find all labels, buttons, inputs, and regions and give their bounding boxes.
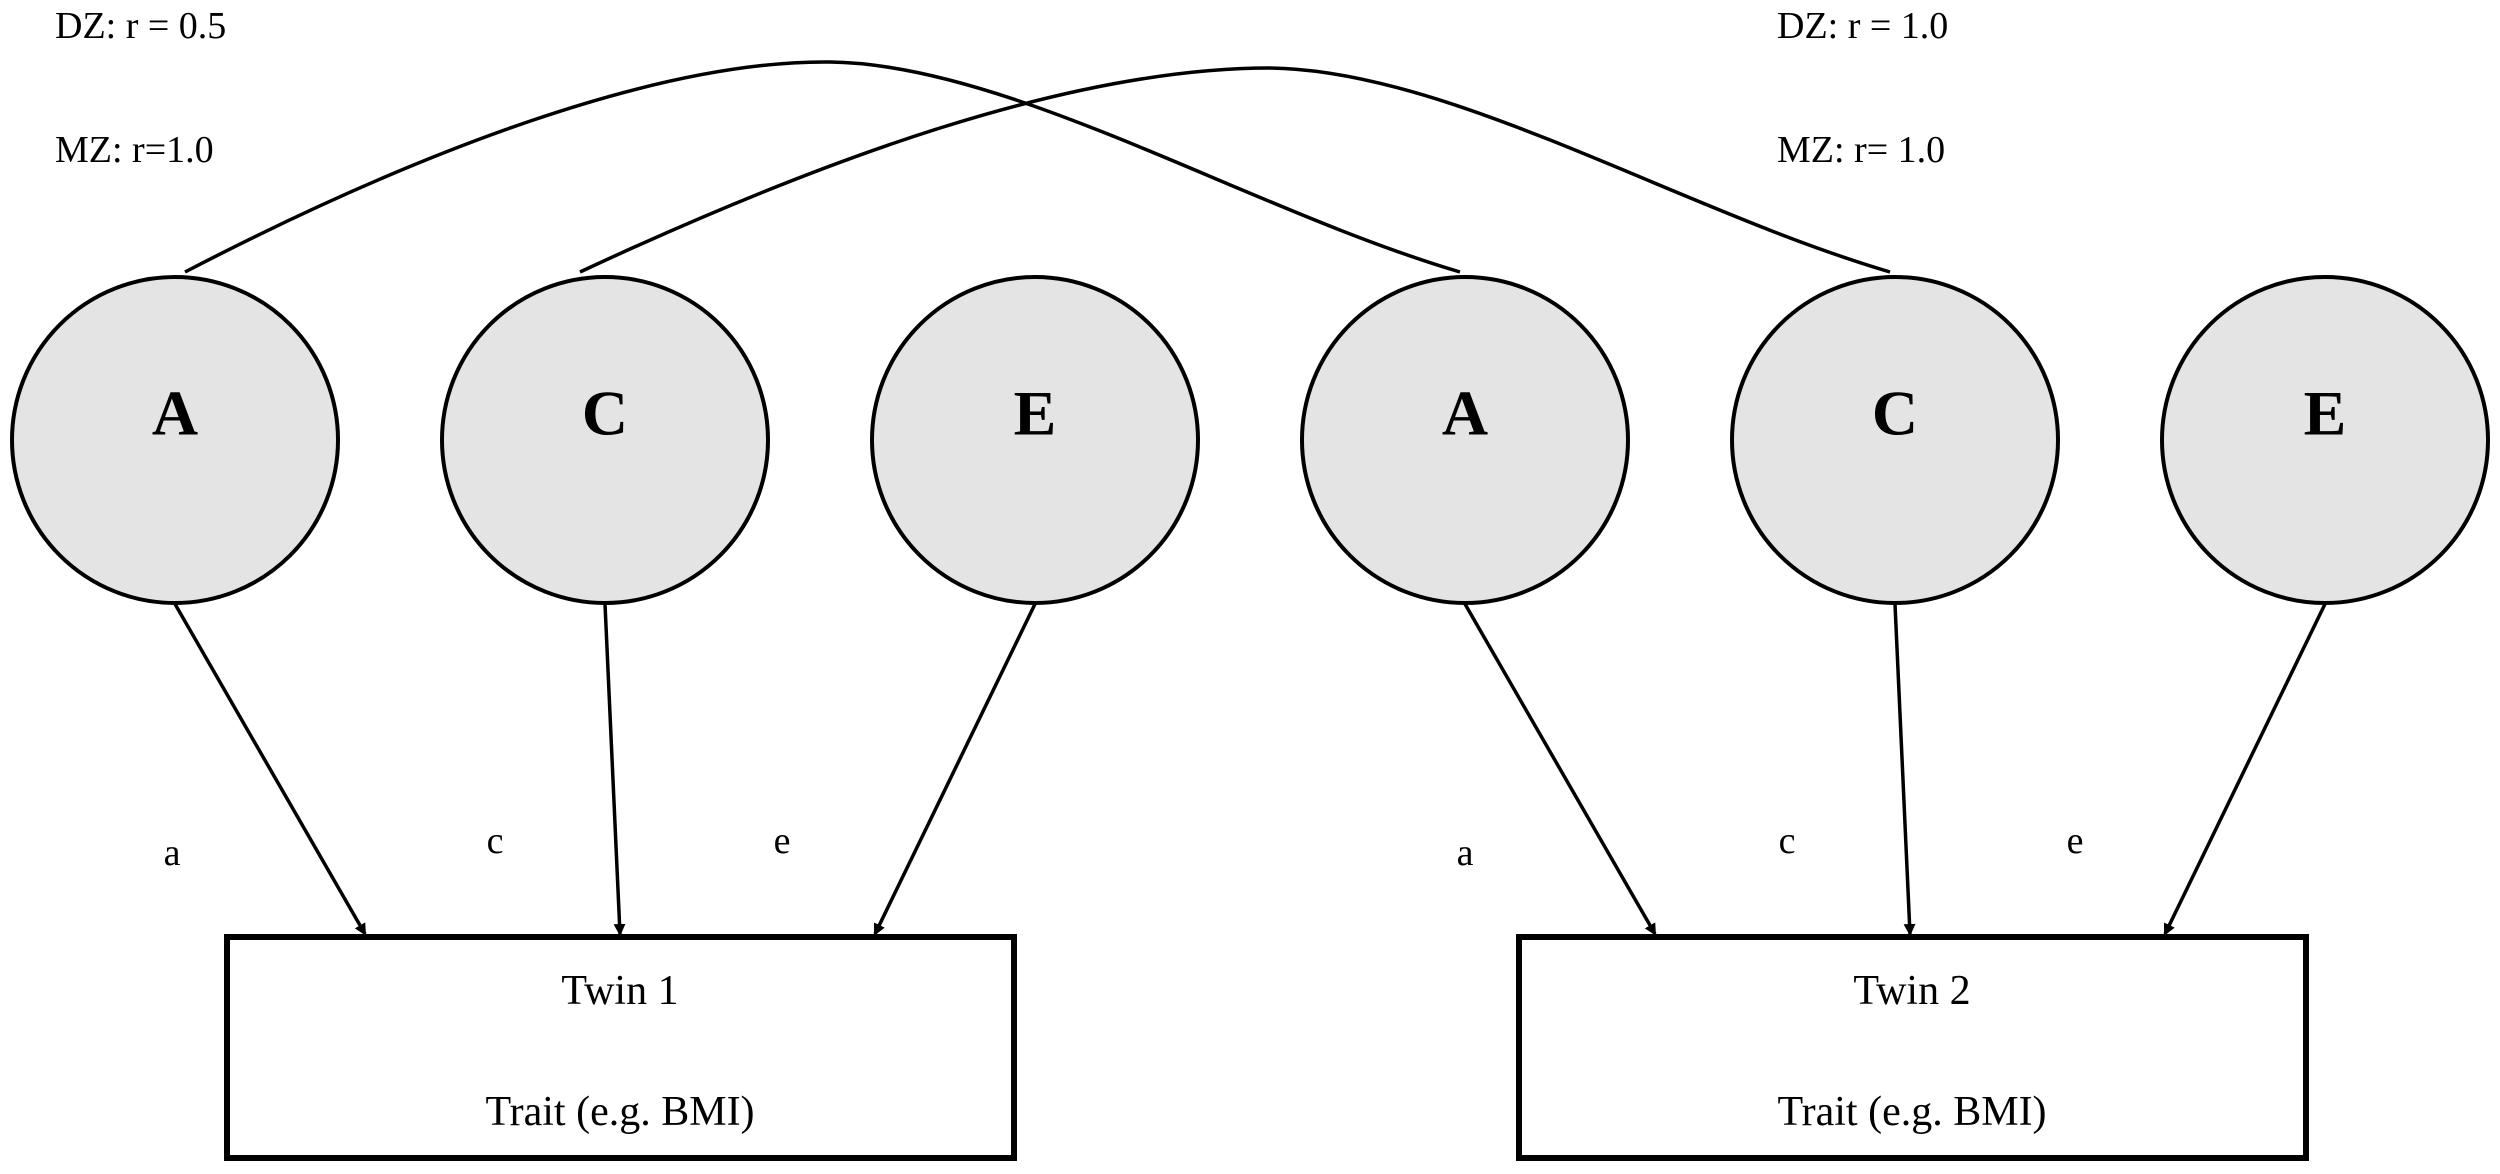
twin2-node-e-letter: E [2304,378,2347,449]
twin2-path-e-arrow [2163,603,2327,936]
twin2-node-a-letter: A [1442,378,1488,449]
twin1-path-a-label: a [164,832,181,874]
c-correlation-mz-label: MZ: r= 1.0 [1777,129,1945,171]
twin2-trait-box: Twin 2 Trait (e.g. BMI) [1516,934,2309,1161]
twin1-trait-box: Twin 1 Trait (e.g. BMI) [224,934,1017,1161]
twin1-node-a: A [10,275,340,605]
twin2-path-c-arrow [1893,603,1916,936]
twin1-path-c-arrow [603,603,626,936]
twin1-node-a-letter: A [152,378,198,449]
twin2-node-e: E [2160,275,2490,605]
twin1-node-e: E [870,275,1200,605]
a-correlation-dz-label: DZ: r = 0.5 [55,5,226,47]
twin1-path-e-arrow [873,603,1037,936]
twin2-path-a-label: a [1457,832,1474,874]
twin1-box-title: Twin 1 [561,968,678,1014]
twin2-node-a: A [1300,275,1630,605]
twin2-node-c-letter: C [1872,378,1918,449]
a-correlation-curve [184,60,1461,274]
twin2-path-a-arrow [1463,603,1657,936]
a-correlation-mz-label: MZ: r=1.0 [55,129,214,171]
twin1-path-c-label: c [487,820,504,862]
twin1-box-subtitle: Trait (e.g. BMI) [485,1089,754,1135]
twin2-box-title: Twin 2 [1853,968,1970,1014]
twin2-node-c: C [1730,275,2060,605]
twin1-path-e-label: e [774,820,791,862]
c-correlation-dz-label: DZ: r = 1.0 [1777,5,1948,47]
twin2-box-subtitle: Trait (e.g. BMI) [1777,1089,2046,1135]
twin1-path-a-arrow [173,603,367,936]
twin1-node-e-letter: E [1014,378,1057,449]
twin1-node-c: C [440,275,770,605]
c-correlation-curve [579,66,1891,274]
twin2-path-e-label: e [2067,820,2084,862]
twin2-path-c-label: c [1779,820,1796,862]
twin1-node-c-letter: C [582,378,628,449]
